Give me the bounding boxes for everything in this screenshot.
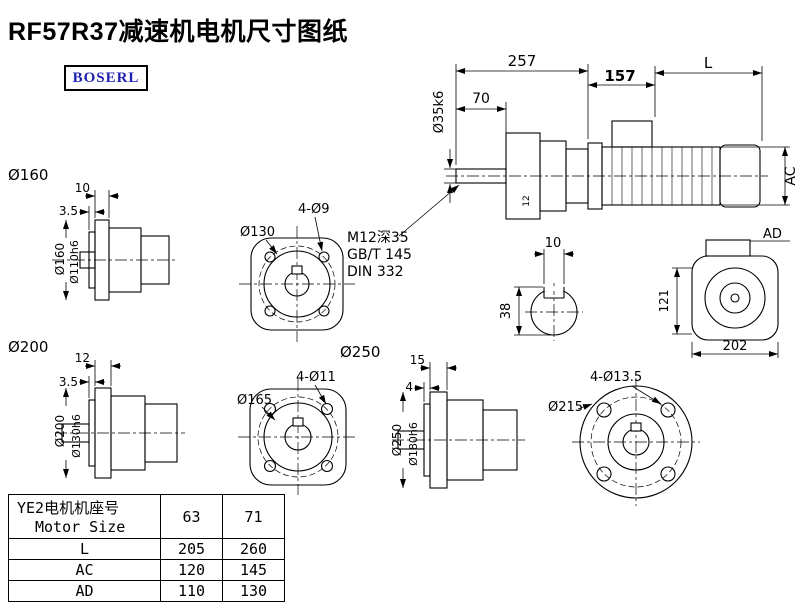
dim-l: L xyxy=(704,54,713,72)
motor-rear-view: AD 121 202 xyxy=(657,227,790,358)
dim-shaft-dia: Ø35k6 xyxy=(432,91,447,134)
dim-121: 121 xyxy=(657,290,671,313)
flange250-label: Ø250 xyxy=(340,343,380,361)
dim-250-spigot: Ø180h6 xyxy=(407,422,420,466)
dim-250-outer: Ø250 xyxy=(390,424,404,456)
motor-size-table: YE2电机机座号 Motor Size 63 71 L 205 260 AC 1… xyxy=(8,494,285,602)
main-assembly-view: 257 157 L 70 Ø35k6 AC 12 xyxy=(432,52,799,220)
table-row-ac: AC 120 145 xyxy=(8,559,285,581)
note-standard2: DIN 332 xyxy=(347,264,404,280)
table-row-l: L 205 260 xyxy=(8,538,285,560)
dim-38: 38 xyxy=(499,303,514,320)
dim-165-holes: 4-Ø11 xyxy=(296,370,336,385)
note-standard1: GB/T 145 xyxy=(347,247,412,263)
front-view-130: Ø130 4-Ø9 xyxy=(239,202,355,342)
boserl-logo-text: BOSERL xyxy=(72,69,140,86)
dim-215-dia: Ø215 xyxy=(548,400,583,415)
dim-200-spigot: Ø130h6 xyxy=(70,414,83,458)
dim-70: 70 xyxy=(472,91,490,107)
row-ad-value-71: 130 xyxy=(222,580,285,602)
dim-160-outer: Ø160 xyxy=(53,243,67,275)
fan-cowl xyxy=(719,144,761,208)
row-ad-value-63: 110 xyxy=(160,580,223,602)
flange-160-view: Ø160 10 3.5 Ø160 Ø110h6 xyxy=(8,166,178,301)
table-header-en: Motor Size xyxy=(35,518,126,536)
row-l-value-63: 205 xyxy=(160,538,223,560)
dim-160-spigot: Ø110h6 xyxy=(68,240,81,284)
table-header-cell: YE2电机机座号 Motor Size xyxy=(8,494,161,539)
row-ac-value-63: 120 xyxy=(160,559,223,581)
dim-200-thickness: 12 xyxy=(75,351,90,365)
front-view-165: Ø165 4-Ø11 xyxy=(237,370,358,495)
dim-250-lip: 4 xyxy=(405,380,413,394)
table-header-row: YE2电机机座号 Motor Size 63 71 xyxy=(8,494,285,539)
front-view-215: Ø215 4-Ø13.5 xyxy=(548,370,700,506)
thread-notes: M12深35 GB/T 145 DIN 332 xyxy=(347,184,460,280)
note-thread: M12深35 xyxy=(347,230,409,246)
dim-257: 257 xyxy=(508,52,537,70)
flange200-label: Ø200 xyxy=(8,338,48,356)
row-ac-value-71: 145 xyxy=(222,559,285,581)
dim-130-holes: 4-Ø9 xyxy=(298,202,329,217)
dim-250-thickness: 15 xyxy=(410,353,425,367)
page-title: RF57R37减速机电机尺寸图纸 xyxy=(8,18,348,46)
dim-215-holes: 4-Ø13.5 xyxy=(590,370,642,385)
motor-size-71: 71 xyxy=(222,494,285,539)
dim-key: 12 xyxy=(522,195,532,206)
row-ad-label: AD xyxy=(8,580,161,602)
dim-130-dia: Ø130 xyxy=(240,225,275,240)
row-l-label: L xyxy=(8,538,161,560)
dim-ac: AC xyxy=(783,166,799,185)
flange-200-view: Ø200 12 3.5 Ø200 Ø130h6 xyxy=(8,338,185,479)
terminal-box xyxy=(611,120,653,148)
motor-size-63: 63 xyxy=(160,494,223,539)
table-row-ad: AD 110 130 xyxy=(8,580,285,602)
boserl-logo: BOSERL xyxy=(64,65,148,91)
flange160-label: Ø160 xyxy=(8,166,48,184)
dim-160-lip: 3.5 xyxy=(59,204,78,218)
dim-165-dia: Ø165 xyxy=(237,393,272,408)
dim-157: 157 xyxy=(604,67,635,85)
table-header-zh: YE2电机机座号 xyxy=(17,499,120,517)
dim-160-thickness: 10 xyxy=(75,181,90,195)
shaft-cross-section: 10 38 xyxy=(499,236,583,341)
terminal-box-rear xyxy=(705,239,751,257)
dim-202: 202 xyxy=(723,339,748,354)
flange-250-view: Ø250 15 4 Ø250 Ø180h6 xyxy=(340,343,525,489)
dim-200-outer: Ø200 xyxy=(53,415,67,447)
dim-200-lip: 3.5 xyxy=(59,375,78,389)
row-l-value-71: 260 xyxy=(222,538,285,560)
dim-ad: AD xyxy=(763,227,782,242)
dim-key-width: 10 xyxy=(545,236,562,251)
row-ac-label: AC xyxy=(8,559,161,581)
